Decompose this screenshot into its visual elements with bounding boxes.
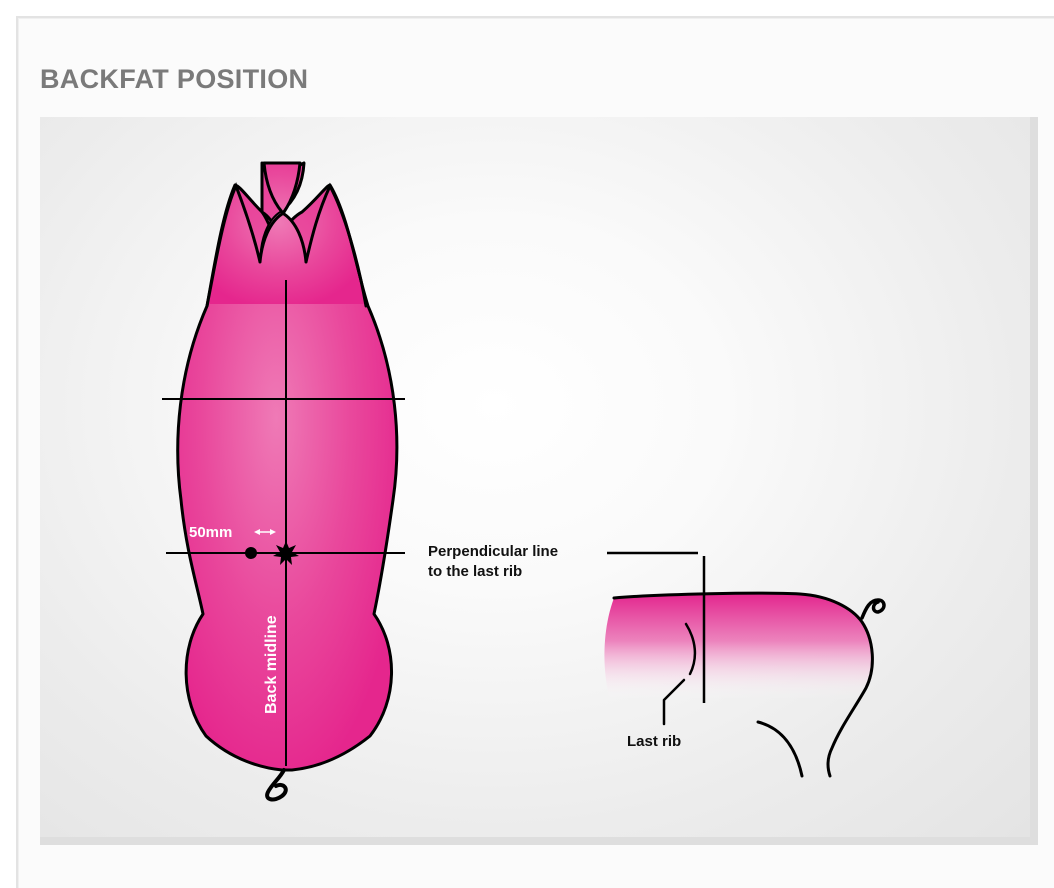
- pig-side-view-hind-leg: [758, 722, 802, 776]
- pig-side-view-tail: [862, 600, 884, 618]
- pig-side-view-body: [604, 593, 872, 700]
- page-title: BACKFAT POSITION: [40, 64, 308, 95]
- measurement-point-marker: [245, 547, 257, 559]
- distance-label: 50mm: [189, 524, 232, 541]
- last-rib-label: Last rib: [627, 733, 681, 750]
- perpendicular-label-line-1: Perpendicular line: [428, 543, 558, 560]
- pig-top-view-tail: [267, 770, 286, 799]
- backfat-diagram: 50mm Back midline Perpendicular line to …: [40, 117, 1030, 837]
- perpendicular-label-line-2: to the last rib: [428, 563, 522, 580]
- back-midline-label: Back midline: [263, 615, 280, 714]
